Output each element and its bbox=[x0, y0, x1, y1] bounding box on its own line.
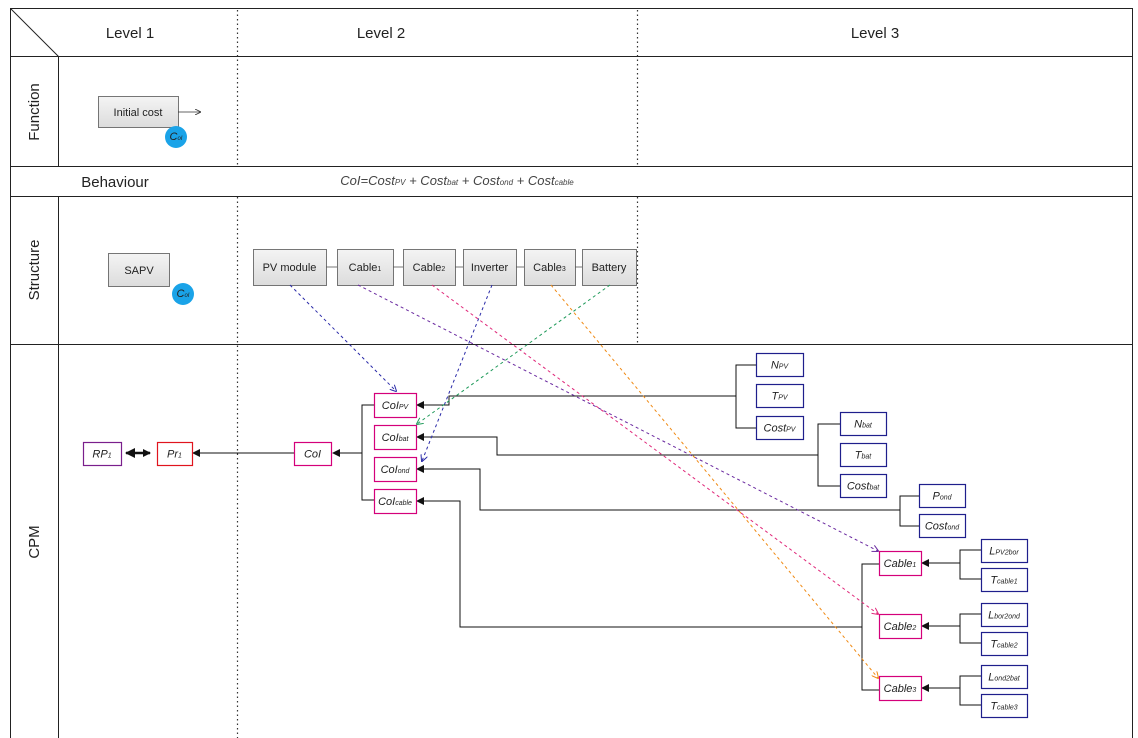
pv-param-0-label: NPV bbox=[771, 360, 790, 372]
behaviour-term-3: cable bbox=[555, 178, 575, 187]
row-label-behaviour: Behaviour bbox=[81, 174, 149, 191]
chain-label-5: Battery bbox=[592, 262, 627, 274]
structure-sapv: SAPV CoI bbox=[108, 253, 194, 305]
row-label-structure: Structure bbox=[26, 240, 43, 301]
svg-text:CoI: CoI bbox=[177, 288, 190, 300]
cable2-param-0: Lbor2ond bbox=[980, 602, 1029, 628]
coi-item-1-label: CoIbat bbox=[382, 432, 410, 444]
pv-param-2: CostPV bbox=[755, 415, 805, 441]
coi-item-2: CoIond bbox=[373, 456, 418, 483]
chain-box-4: Cable3 bbox=[524, 249, 576, 286]
pr1-box-label: Pr1 bbox=[167, 449, 182, 461]
chain-label-2: Cable2 bbox=[413, 262, 446, 274]
cable3-param-0: Lond2bat bbox=[980, 664, 1029, 690]
behaviour-term-2: ond bbox=[500, 178, 514, 187]
chain-box-1: Cable1 bbox=[337, 249, 394, 286]
cable-box-1-label: Cable2 bbox=[884, 621, 917, 633]
coi-item-1: CoIbat bbox=[373, 424, 418, 451]
cable-box-2: Cable3 bbox=[878, 675, 923, 702]
function-initial-cost: Initial cost CoI bbox=[98, 96, 201, 148]
coi-item-0: CoIPV bbox=[373, 392, 418, 419]
chain-box-0: PV module bbox=[253, 249, 327, 286]
sapv-label: SAPV bbox=[124, 265, 154, 277]
row-label-function: Function bbox=[26, 83, 43, 141]
bat-param-2: Costbat bbox=[839, 473, 888, 499]
row-label-cpm: CPM bbox=[26, 525, 43, 558]
chain-box-5: Battery bbox=[582, 249, 637, 286]
cable2-param-1: Tcable2 bbox=[980, 631, 1029, 657]
grid bbox=[10, 8, 1133, 738]
coi-badge-function bbox=[165, 126, 187, 148]
coi-badge-structure bbox=[172, 283, 194, 305]
chain-label-1: Cable1 bbox=[349, 262, 382, 274]
chain-label-4: Cable3 bbox=[533, 262, 566, 274]
ond-param-0: Pond bbox=[918, 483, 967, 509]
behaviour-equation: CoI=CostPV + Costbat + Costond + Costcab… bbox=[340, 173, 574, 188]
pv-param-0: NPV bbox=[755, 352, 805, 378]
cable-box-0: Cable1 bbox=[878, 550, 923, 577]
bat-param-0-label: Nbat bbox=[854, 419, 873, 431]
initial-cost-label: Initial cost bbox=[114, 107, 163, 119]
behaviour-term-1: bat bbox=[447, 178, 459, 187]
cable-box-1: Cable2 bbox=[878, 613, 923, 640]
cable1-param-1: Tcable1 bbox=[980, 567, 1029, 593]
chain-label-0: PV module bbox=[263, 262, 317, 274]
cable2-param-0-label: Lbor2ond bbox=[988, 610, 1021, 622]
chain-box-3: Inverter bbox=[463, 249, 517, 286]
bat-param-2-label: Costbat bbox=[847, 481, 880, 493]
pv-param-2-label: CostPV bbox=[764, 423, 797, 435]
cable-box-2-label: Cable3 bbox=[884, 683, 917, 695]
ond-param-0-label: Pond bbox=[932, 491, 952, 503]
cable1-param-1-label: Tcable1 bbox=[990, 575, 1017, 587]
bat-param-1: Tbat bbox=[839, 442, 888, 468]
structure-chain: PV module Cable1 Cable2 Inverter Cable3 Batte… bbox=[253, 249, 637, 286]
rp1-box: RP1 bbox=[82, 441, 123, 467]
bat-param-0: Nbat bbox=[839, 411, 888, 437]
coi-item-3-label: CoIcable bbox=[378, 496, 412, 508]
cable1-param-0-label: LPV2bor bbox=[989, 546, 1019, 558]
header-level2: Level 2 bbox=[357, 25, 405, 42]
ond-param-1-label: Costond bbox=[925, 521, 960, 533]
level-dividers bbox=[236, 10, 639, 738]
coi-item-3: CoIcable bbox=[373, 488, 418, 515]
ond-param-1: Costond bbox=[918, 513, 967, 539]
pv-param-1-label: TPV bbox=[771, 391, 788, 403]
pv-param-1: TPV bbox=[755, 383, 805, 409]
bat-param-1-label: Tbat bbox=[855, 450, 873, 462]
behaviour-term-0: PV bbox=[395, 178, 406, 187]
cable2-param-1-label: Tcable2 bbox=[990, 639, 1017, 651]
svg-text:CoI: CoI bbox=[170, 131, 183, 143]
rp1-box-label: RP1 bbox=[92, 449, 111, 461]
pr1-box: Pr1 bbox=[156, 441, 194, 467]
header-level3: Level 3 bbox=[851, 25, 899, 42]
header-level1: Level 1 bbox=[106, 25, 154, 42]
chain-box-2: Cable2 bbox=[403, 249, 456, 286]
coi-box: CoI bbox=[293, 441, 333, 467]
cable3-param-1-label: Tcable3 bbox=[990, 701, 1017, 713]
cable3-param-0-label: Lond2bat bbox=[988, 672, 1020, 684]
coi-box-label: CoI bbox=[304, 449, 321, 461]
coi-item-2-label: CoIond bbox=[381, 464, 411, 476]
coi-item-0-label: CoIPV bbox=[382, 400, 410, 412]
cable3-param-1: Tcable3 bbox=[980, 693, 1029, 719]
cable1-param-0: LPV2bor bbox=[980, 538, 1029, 564]
cable-box-0-label: Cable1 bbox=[884, 558, 917, 570]
chain-label-3: Inverter bbox=[471, 262, 509, 274]
